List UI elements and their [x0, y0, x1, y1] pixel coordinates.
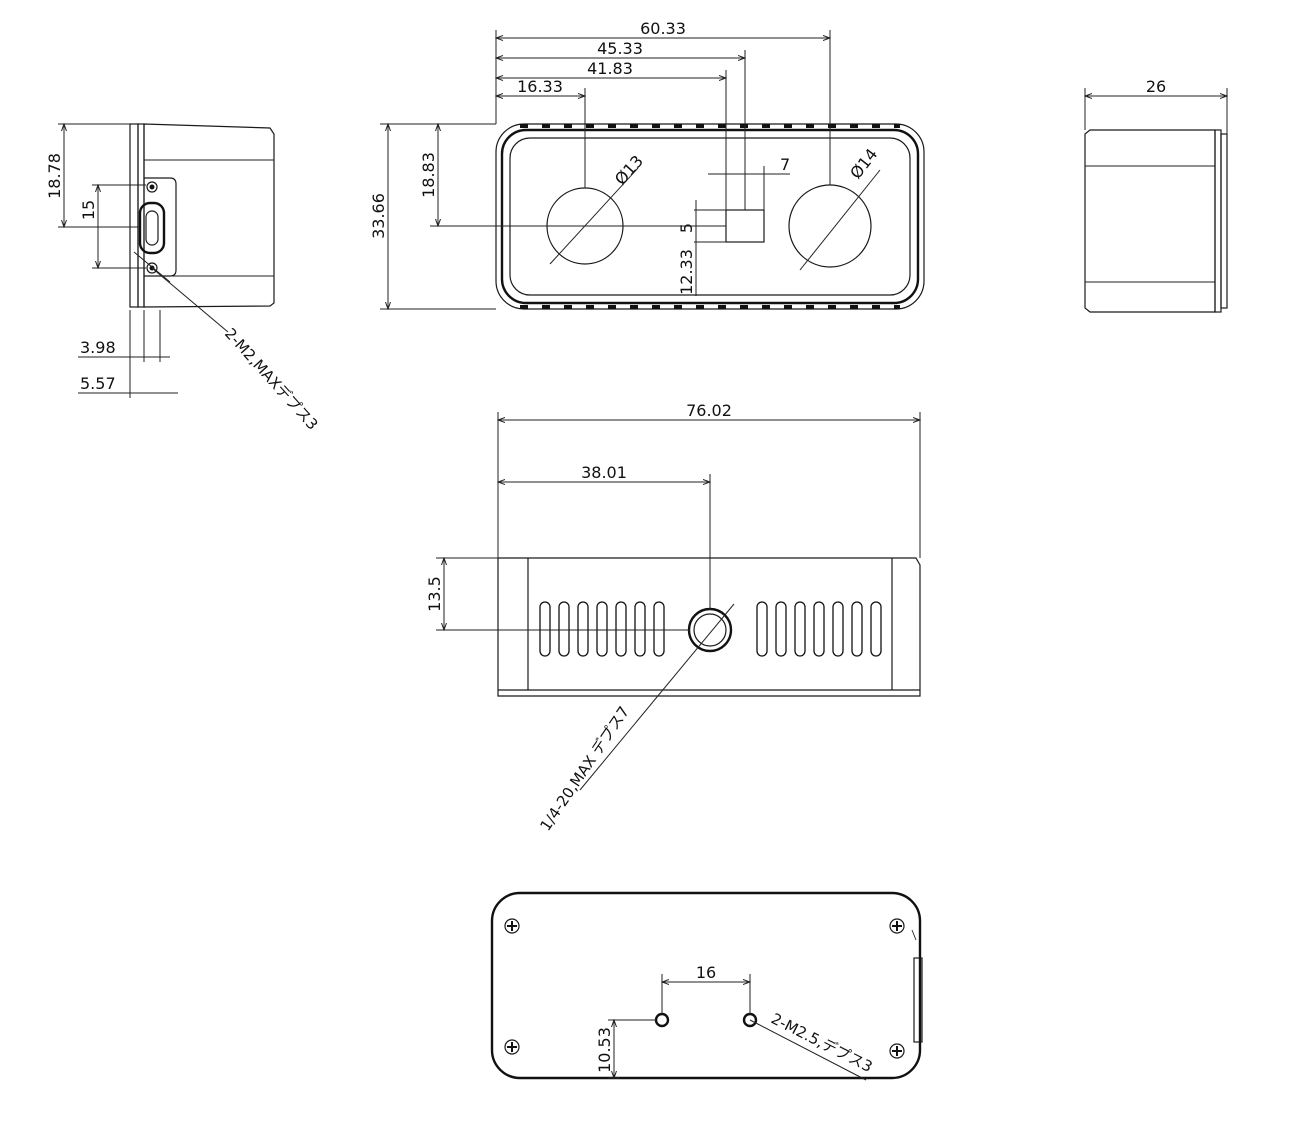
side-screw-note: 2-M2,MAXデプス3 — [221, 325, 322, 434]
dim-offset-a: 3.98 — [80, 338, 116, 357]
tripod-note: 1/4-20,MAX デプス7 — [536, 703, 633, 834]
front-view: 60.33 45.33 41.83 16.33 33.66 18.83 Ø13 … — [369, 19, 925, 309]
side-view-left: 18.78 15 3.98 5.57 2-M2,MAXデプス3 — [45, 124, 322, 433]
corner-screw-tr-icon — [889, 918, 905, 934]
dim-lens-14: Ø14 — [846, 145, 881, 183]
dim-sensor-5: 5 — [677, 223, 696, 233]
top-view: 76.02 38.01 13.5 1/4-20,MAX デプス7 — [425, 401, 920, 834]
usb-port — [138, 201, 166, 255]
mount-hole-left-icon — [654, 1012, 670, 1028]
dim-bottom-10: 10.53 — [595, 1027, 614, 1073]
dim-front-16: 16.33 — [517, 77, 563, 96]
bottom-screw-note: 2-M2.5,デプス3 — [768, 1010, 875, 1076]
screw-hole-bottom-icon — [146, 262, 158, 274]
sensor-window — [725, 209, 765, 243]
dim-top-76: 76.02 — [686, 401, 732, 420]
dim-front-45: 45.33 — [597, 39, 643, 58]
dim-sensor-12: 12.33 — [677, 249, 696, 295]
vent-slots-left — [539, 601, 665, 657]
dim-offset-b: 5.57 — [80, 374, 116, 393]
dim-sensor-7: 7 — [780, 155, 790, 174]
corner-screw-br-icon — [889, 1043, 905, 1059]
corner-screw-tl-icon — [504, 918, 520, 934]
dim-top-13: 13.5 — [425, 576, 444, 612]
screw-hole-top-icon — [146, 181, 158, 193]
dim-depth-26: 26 — [1146, 77, 1166, 96]
dim-front-33: 33.66 — [369, 193, 388, 239]
dim-front-18: 18.83 — [419, 152, 438, 198]
dim-bottom-16: 16 — [696, 963, 716, 982]
dim-front-41: 41.83 — [587, 59, 633, 78]
vent-slots-right — [756, 601, 882, 657]
dim-side-height: 18.78 — [45, 153, 64, 199]
side-view-right: 26 — [1085, 77, 1227, 313]
dim-port-span: 15 — [79, 200, 98, 220]
dim-lens-13: Ø13 — [611, 151, 647, 188]
dim-top-38: 38.01 — [581, 463, 627, 482]
bottom-view: 16 10.53 2-M2.5,デプス3 — [490, 891, 923, 1081]
dim-front-60: 60.33 — [640, 19, 686, 38]
corner-screw-bl-icon — [504, 1039, 520, 1055]
